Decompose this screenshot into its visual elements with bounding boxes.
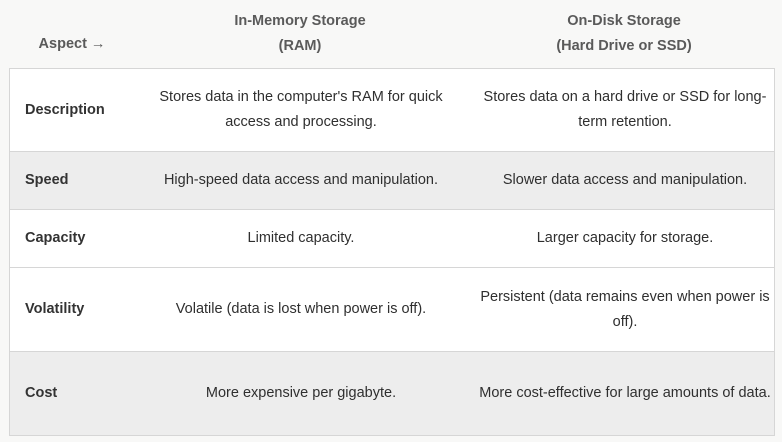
table-row: Description Stores data in the computer'…	[10, 69, 774, 152]
row-aspect: Capacity	[25, 230, 86, 246]
row-ram-value: Limited capacity.	[247, 230, 355, 246]
header-aspect-label: Aspect →	[38, 35, 106, 52]
row-ram-value: More expensive per gigabyte.	[205, 385, 397, 401]
table-row: Volatility Volatile (data is lost when p…	[10, 268, 774, 352]
row-disk-value: More cost-effective for large amounts of…	[479, 385, 771, 401]
comparison-table: Description Stores data in the computer'…	[9, 68, 775, 436]
row-aspect: Cost	[25, 385, 58, 401]
row-disk-value: Larger capacity for storage.	[536, 230, 714, 246]
row-disk-value: Persistent (data remains even when power…	[480, 288, 770, 330]
header-on-disk-storage: On-Disk Storage (Hard Drive or SSD)	[472, 0, 776, 68]
row-ram-value: Volatile (data is lost when power is off…	[175, 301, 427, 317]
row-disk-value: Slower data access and manipulation.	[502, 172, 748, 188]
row-ram-value: High-speed data access and manipulation.	[163, 172, 439, 188]
row-ram-value: Stores data in the computer's RAM for qu…	[159, 89, 443, 130]
row-aspect: Speed	[25, 172, 69, 188]
row-disk-value: Stores data on a hard drive or SSD for l…	[483, 89, 767, 130]
header-aspect: Aspect →	[9, 10, 135, 78]
row-aspect: Volatility	[25, 301, 85, 317]
table-row: Cost More expensive per gigabyte. More c…	[10, 352, 774, 436]
header-ram-title: In-Memory Storage	[234, 13, 366, 29]
header-in-memory-storage: In-Memory Storage (RAM)	[145, 0, 455, 68]
table-row: Speed High-speed data access and manipul…	[10, 152, 774, 210]
header-ram-subtitle: (RAM)	[278, 38, 322, 54]
row-aspect: Description	[25, 101, 105, 118]
table-header: Aspect → In-Memory Storage (RAM) On-Disk…	[0, 0, 782, 68]
table-row: Capacity Limited capacity. Larger capaci…	[10, 210, 774, 268]
header-disk-subtitle: (Hard Drive or SSD)	[556, 38, 692, 54]
header-disk-title: On-Disk Storage	[567, 13, 681, 29]
